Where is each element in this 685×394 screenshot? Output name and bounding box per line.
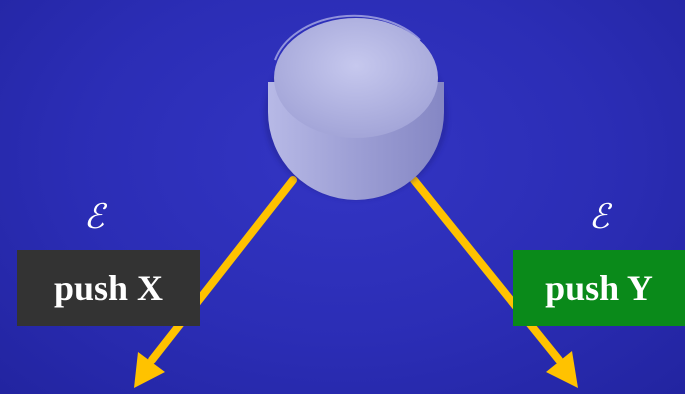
push-y-operation-label: push Y bbox=[513, 250, 685, 326]
edge-right-shaft bbox=[410, 176, 563, 364]
state-node-top bbox=[274, 18, 438, 138]
edge-right-epsilon-label: ℰ bbox=[588, 197, 610, 237]
push-x-operation-label: push X bbox=[17, 250, 200, 326]
edge-left-arrowhead bbox=[134, 352, 165, 388]
edge-left-epsilon-label: ℰ bbox=[83, 197, 105, 237]
state-node-cylinder bbox=[264, 14, 448, 200]
edge-right-arrow bbox=[410, 176, 578, 388]
edge-left-shaft bbox=[148, 176, 297, 364]
edge-right-arrowhead bbox=[546, 351, 578, 388]
edge-left-arrow bbox=[134, 176, 297, 388]
